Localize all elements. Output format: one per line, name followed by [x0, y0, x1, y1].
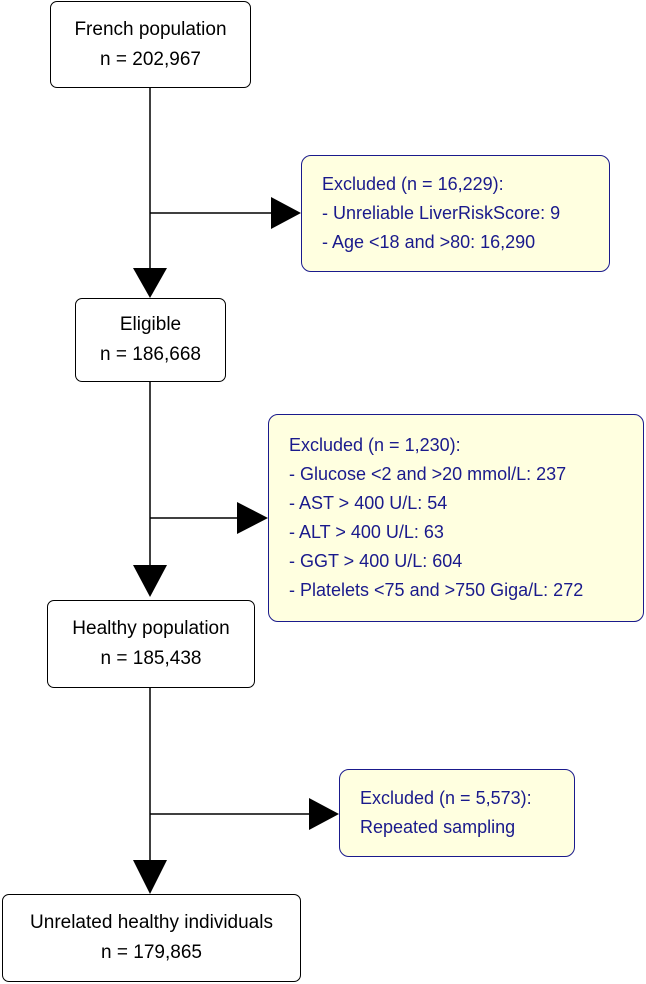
- exclusion-title: Excluded (n = 5,573):: [360, 788, 532, 808]
- box-unrelated-healthy: Unrelated healthy individuals n = 179,86…: [2, 894, 301, 982]
- box-title: French population: [74, 18, 227, 40]
- box-title: Eligible: [119, 314, 182, 335]
- exclusion-box-first: Excluded (n = 16,229): - Unreliable Live…: [301, 155, 610, 272]
- exclusion-item: - Platelets <75 and >750 Giga/L: 272: [289, 580, 584, 600]
- box-french-population: French population n = 202,967: [50, 1, 251, 88]
- exclusion-item: - Unreliable LiverRiskScore: 9: [322, 203, 561, 223]
- arrowhead-third-exclusion: [309, 798, 339, 830]
- box-count: n = 186,668: [100, 344, 201, 365]
- exclusion-box-third: Excluded (n = 5,573): Repeated sampling: [339, 769, 575, 857]
- exclusion-item: - ALT > 400 U/L: 63: [289, 522, 444, 542]
- box-count: n = 185,438: [100, 648, 202, 669]
- arrowhead-to-healthy: [133, 565, 167, 597]
- arrowhead-to-eligible: [133, 268, 167, 298]
- exclusion-item: - GGT > 400 U/L: 604: [289, 551, 463, 571]
- arrowhead-to-unrelated: [133, 860, 167, 894]
- exclusion-box-second: Excluded (n = 1,230): - Glucose <2 and >…: [268, 414, 644, 622]
- box-title: Healthy population: [72, 618, 230, 639]
- exclusion-title: Excluded (n = 1,230):: [289, 435, 461, 455]
- exclusion-title: Excluded (n = 16,229):: [322, 174, 504, 194]
- exclusion-item: Repeated sampling: [360, 817, 516, 837]
- arrowhead-second-exclusion: [237, 502, 268, 534]
- box-healthy-population: Healthy population n = 185,438: [47, 600, 255, 688]
- exclusion-item: - Age <18 and >80: 16,290: [322, 232, 536, 252]
- box-eligible: Eligible n = 186,668: [75, 298, 226, 382]
- box-count: n = 179,865: [101, 942, 202, 963]
- exclusion-item: - Glucose <2 and >20 mmol/L: 237: [289, 464, 567, 484]
- box-count: n = 202,967: [100, 48, 201, 70]
- arrowhead-first-exclusion: [271, 197, 301, 229]
- exclusion-item: - AST > 400 U/L: 54: [289, 493, 448, 513]
- box-title: Unrelated healthy individuals: [30, 912, 273, 933]
